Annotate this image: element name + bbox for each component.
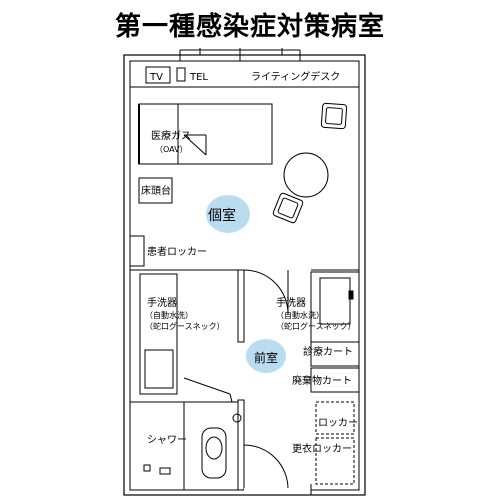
tv-label: TV	[149, 72, 163, 83]
sink-left-sub2: （蛇口グースネック）	[145, 321, 225, 331]
shower-label: シャワー	[147, 435, 187, 446]
armchair	[272, 192, 304, 224]
central-wall	[237, 269, 245, 343]
private-room-label: 個室	[208, 207, 236, 224]
medical-gas-outlet	[183, 134, 207, 156]
central-wall-lower	[237, 399, 245, 491]
anteroom-door	[243, 269, 289, 315]
exam-cart-label: 診療カート	[303, 345, 353, 358]
anteroom-label: 前室	[254, 350, 278, 365]
tel-label: TEL	[189, 72, 208, 83]
bottom-exit	[244, 484, 312, 495]
right-sink-cabinet	[310, 271, 360, 343]
changing-locker-label: 更衣ロッカー	[292, 442, 352, 455]
lighting-desk-label: ライティングデスク	[251, 70, 340, 83]
anteroom-highlight	[246, 339, 286, 373]
exam-cart-box	[310, 341, 360, 367]
toilet	[201, 427, 227, 479]
waste-cart-box	[310, 367, 360, 393]
round-table	[283, 152, 329, 198]
oav-label: （OAV）	[155, 145, 188, 154]
sink-right-sub2: （蛇口グースネック）	[276, 321, 356, 331]
anteroom-lower-door	[243, 444, 289, 490]
medical-gas-label: 医療ガス	[151, 129, 191, 142]
patient-locker	[129, 235, 145, 267]
bedside-table	[138, 177, 173, 204]
tv-box	[145, 66, 171, 84]
shower-door	[130, 377, 238, 403]
sink-left-sub1: （自動水洗）	[145, 310, 193, 320]
bedside-table-label: 床頭台	[141, 184, 171, 197]
locker-label: ロッカー	[318, 417, 358, 429]
sink-right-sub1: （自動水洗）	[276, 310, 324, 320]
shower-drain-icon	[143, 464, 171, 475]
left-sink-cabinet	[139, 273, 178, 395]
waste-cart-label: 廃棄物カート	[292, 374, 352, 387]
drain-icon	[232, 413, 242, 423]
tel-box	[176, 67, 186, 82]
desk-chair	[320, 102, 348, 130]
patient-locker-label: 患者ロッカー	[147, 246, 207, 258]
changing-locker-box	[315, 437, 355, 485]
top-window	[179, 48, 301, 61]
sink-left-label: 手洗器	[147, 296, 177, 309]
page-title: 第一種感染症対策病室	[114, 12, 385, 42]
sink-right-label: 手洗器	[276, 296, 306, 309]
private-room-highlight	[206, 195, 250, 233]
